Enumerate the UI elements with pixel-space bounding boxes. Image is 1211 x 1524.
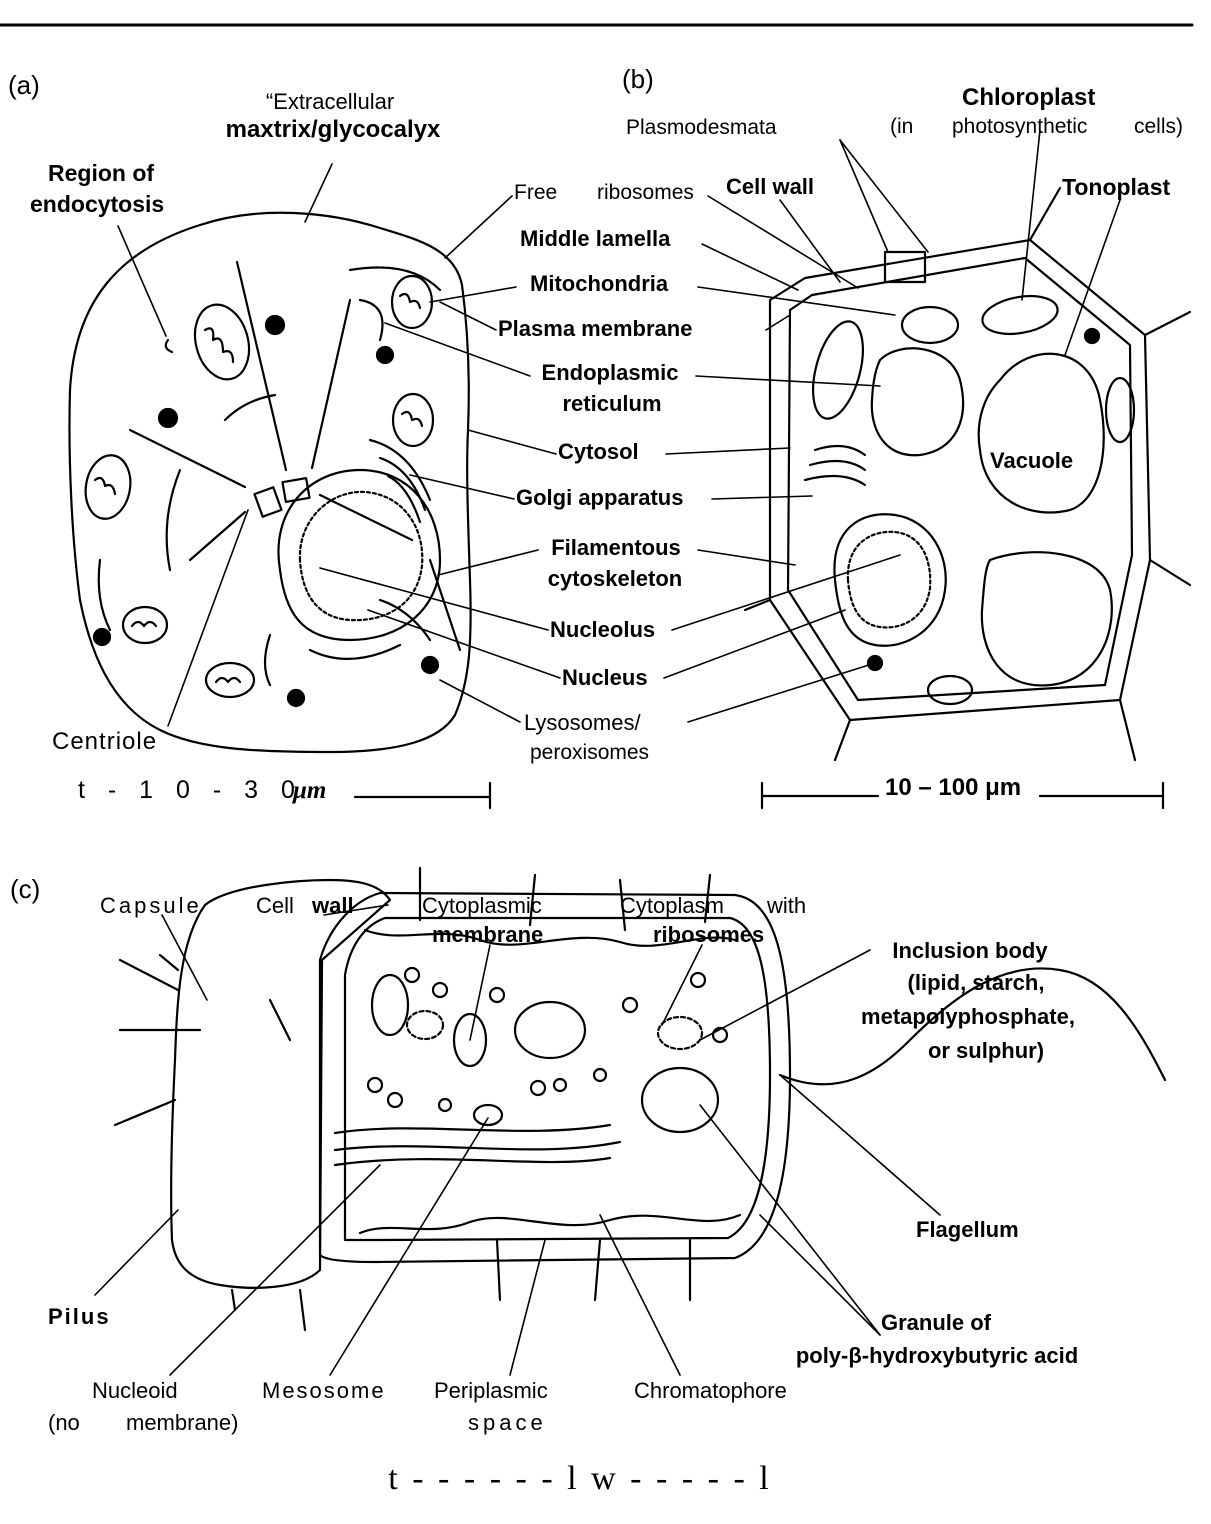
label-nucleolus: Nucleolus	[550, 617, 656, 642]
animal-nucleus	[277, 468, 442, 642]
scale-b: 10 – 100 μm	[885, 774, 1022, 801]
label-nucleoid-2: (no	[48, 1410, 80, 1435]
label-mitochondria: Mitochondria	[530, 271, 669, 296]
label-plasmodesmata: Plasmodesmata	[626, 116, 777, 139]
label-tonoplast: Tonoplast	[1062, 174, 1171, 200]
panel-b-label: (b)	[622, 64, 654, 94]
label-endoplasmic: Endoplasmic	[541, 360, 679, 385]
plant-vacuole	[977, 352, 1105, 514]
label-chloroplast: Chloroplast	[962, 84, 1096, 111]
animal-cell-outline	[68, 211, 472, 754]
label-cytoplasm-3: ribosomes	[653, 922, 765, 947]
label-peroxisomes: peroxisomes	[530, 741, 650, 764]
label-pilus: Pilus	[48, 1304, 111, 1329]
label-region-endocytosis-2: endocytosis	[30, 191, 165, 217]
label-inclusion-3: metapolyphosphate,	[861, 1004, 1075, 1029]
panel-c-label: (c)	[10, 874, 41, 904]
label-centriole: Centriole	[52, 728, 158, 755]
label-granule-2: poly-β-hydroxybutyric acid	[795, 1343, 1079, 1368]
label-middle-lamella: Middle lamella	[520, 226, 671, 251]
label-filamentous: Filamentous	[551, 535, 681, 560]
label-plasma-membrane: Plasma membrane	[498, 316, 693, 341]
leader-lines-top	[117, 129, 1121, 727]
label-cytosol: Cytosol	[558, 439, 639, 464]
label-nucleus: Nucleus	[562, 665, 648, 690]
label-inclusion-2: (lipid, starch,	[907, 970, 1045, 995]
label-extracellular-2: maxtrix/glycocalyx	[225, 116, 441, 143]
label-mesosome: Mesosome	[262, 1378, 386, 1403]
label-chromatophore: Chromatophore	[634, 1378, 787, 1403]
bacterium-capsule	[170, 878, 392, 1289]
label-extracellular-1: “Extracellular	[265, 89, 395, 114]
label-nucleoid-1: Nucleoid	[92, 1378, 178, 1403]
plant-cell-wall-outer	[768, 238, 1152, 722]
flagellum	[778, 967, 1167, 1086]
bacterium-cell-wall-inner	[343, 916, 772, 1242]
label-nucleoid-3: membrane)	[126, 1410, 239, 1435]
label-golgi-apparatus: Golgi apparatus	[516, 485, 684, 510]
label-cytoplasmic-1: Cytoplasmic	[422, 893, 542, 918]
label-cytoplasm-2: with	[767, 893, 807, 918]
scale-a: t - 1 0 - 3 0	[78, 776, 303, 804]
label-reticulum: reticulum	[562, 391, 662, 416]
plant-cell-wall-inner	[786, 256, 1134, 702]
plant-cell-drawing	[743, 186, 1192, 810]
label-cytoplasm-1: Cytoplasm	[620, 893, 724, 918]
scale-c: t - - - - - - l w - - - - - l	[388, 1460, 772, 1497]
label-lysosomes: Lysosomes/	[524, 710, 641, 735]
panel-a-label: (a)	[8, 70, 40, 100]
scale-a-unit: μm	[293, 777, 327, 804]
label-periplasmic-1: Periplasmic	[434, 1378, 548, 1403]
label-granule-1: Granule of	[880, 1310, 992, 1335]
label-inclusion-4: or sulphur)	[927, 1038, 1045, 1063]
label-chloroplast-note-1: (in	[890, 115, 914, 138]
animal-cell-drawing	[68, 211, 492, 810]
label-cell-wall-b: Cell wall	[726, 174, 815, 199]
label-chloroplast-note-3: cells)	[1134, 115, 1184, 138]
bacterium-drawing	[94, 866, 1167, 1376]
label-inclusion-1: Inclusion body	[892, 938, 1048, 963]
label-cell-wall-c-2: wall	[312, 893, 354, 918]
label-flagellum: Flagellum	[916, 1217, 1019, 1242]
label-region-endocytosis-1: Region of	[48, 160, 155, 186]
label-free-ribosomes-1: Free	[514, 181, 558, 204]
label-free-ribosomes-2: ribosomes	[597, 181, 694, 204]
label-cell-wall-c-1: Cell	[256, 893, 294, 918]
bacterium-cell-wall-outer	[318, 891, 792, 1264]
label-cytoplasmic-2: membrane	[432, 922, 544, 947]
label-cytoskeleton: cytoskeleton	[547, 566, 683, 591]
label-periplasmic-2: space	[468, 1410, 547, 1435]
label-chloroplast-note-2: photosynthetic	[952, 115, 1088, 138]
label-vacuole: Vacuole	[990, 448, 1074, 473]
label-capsule: Capsule	[100, 893, 202, 918]
